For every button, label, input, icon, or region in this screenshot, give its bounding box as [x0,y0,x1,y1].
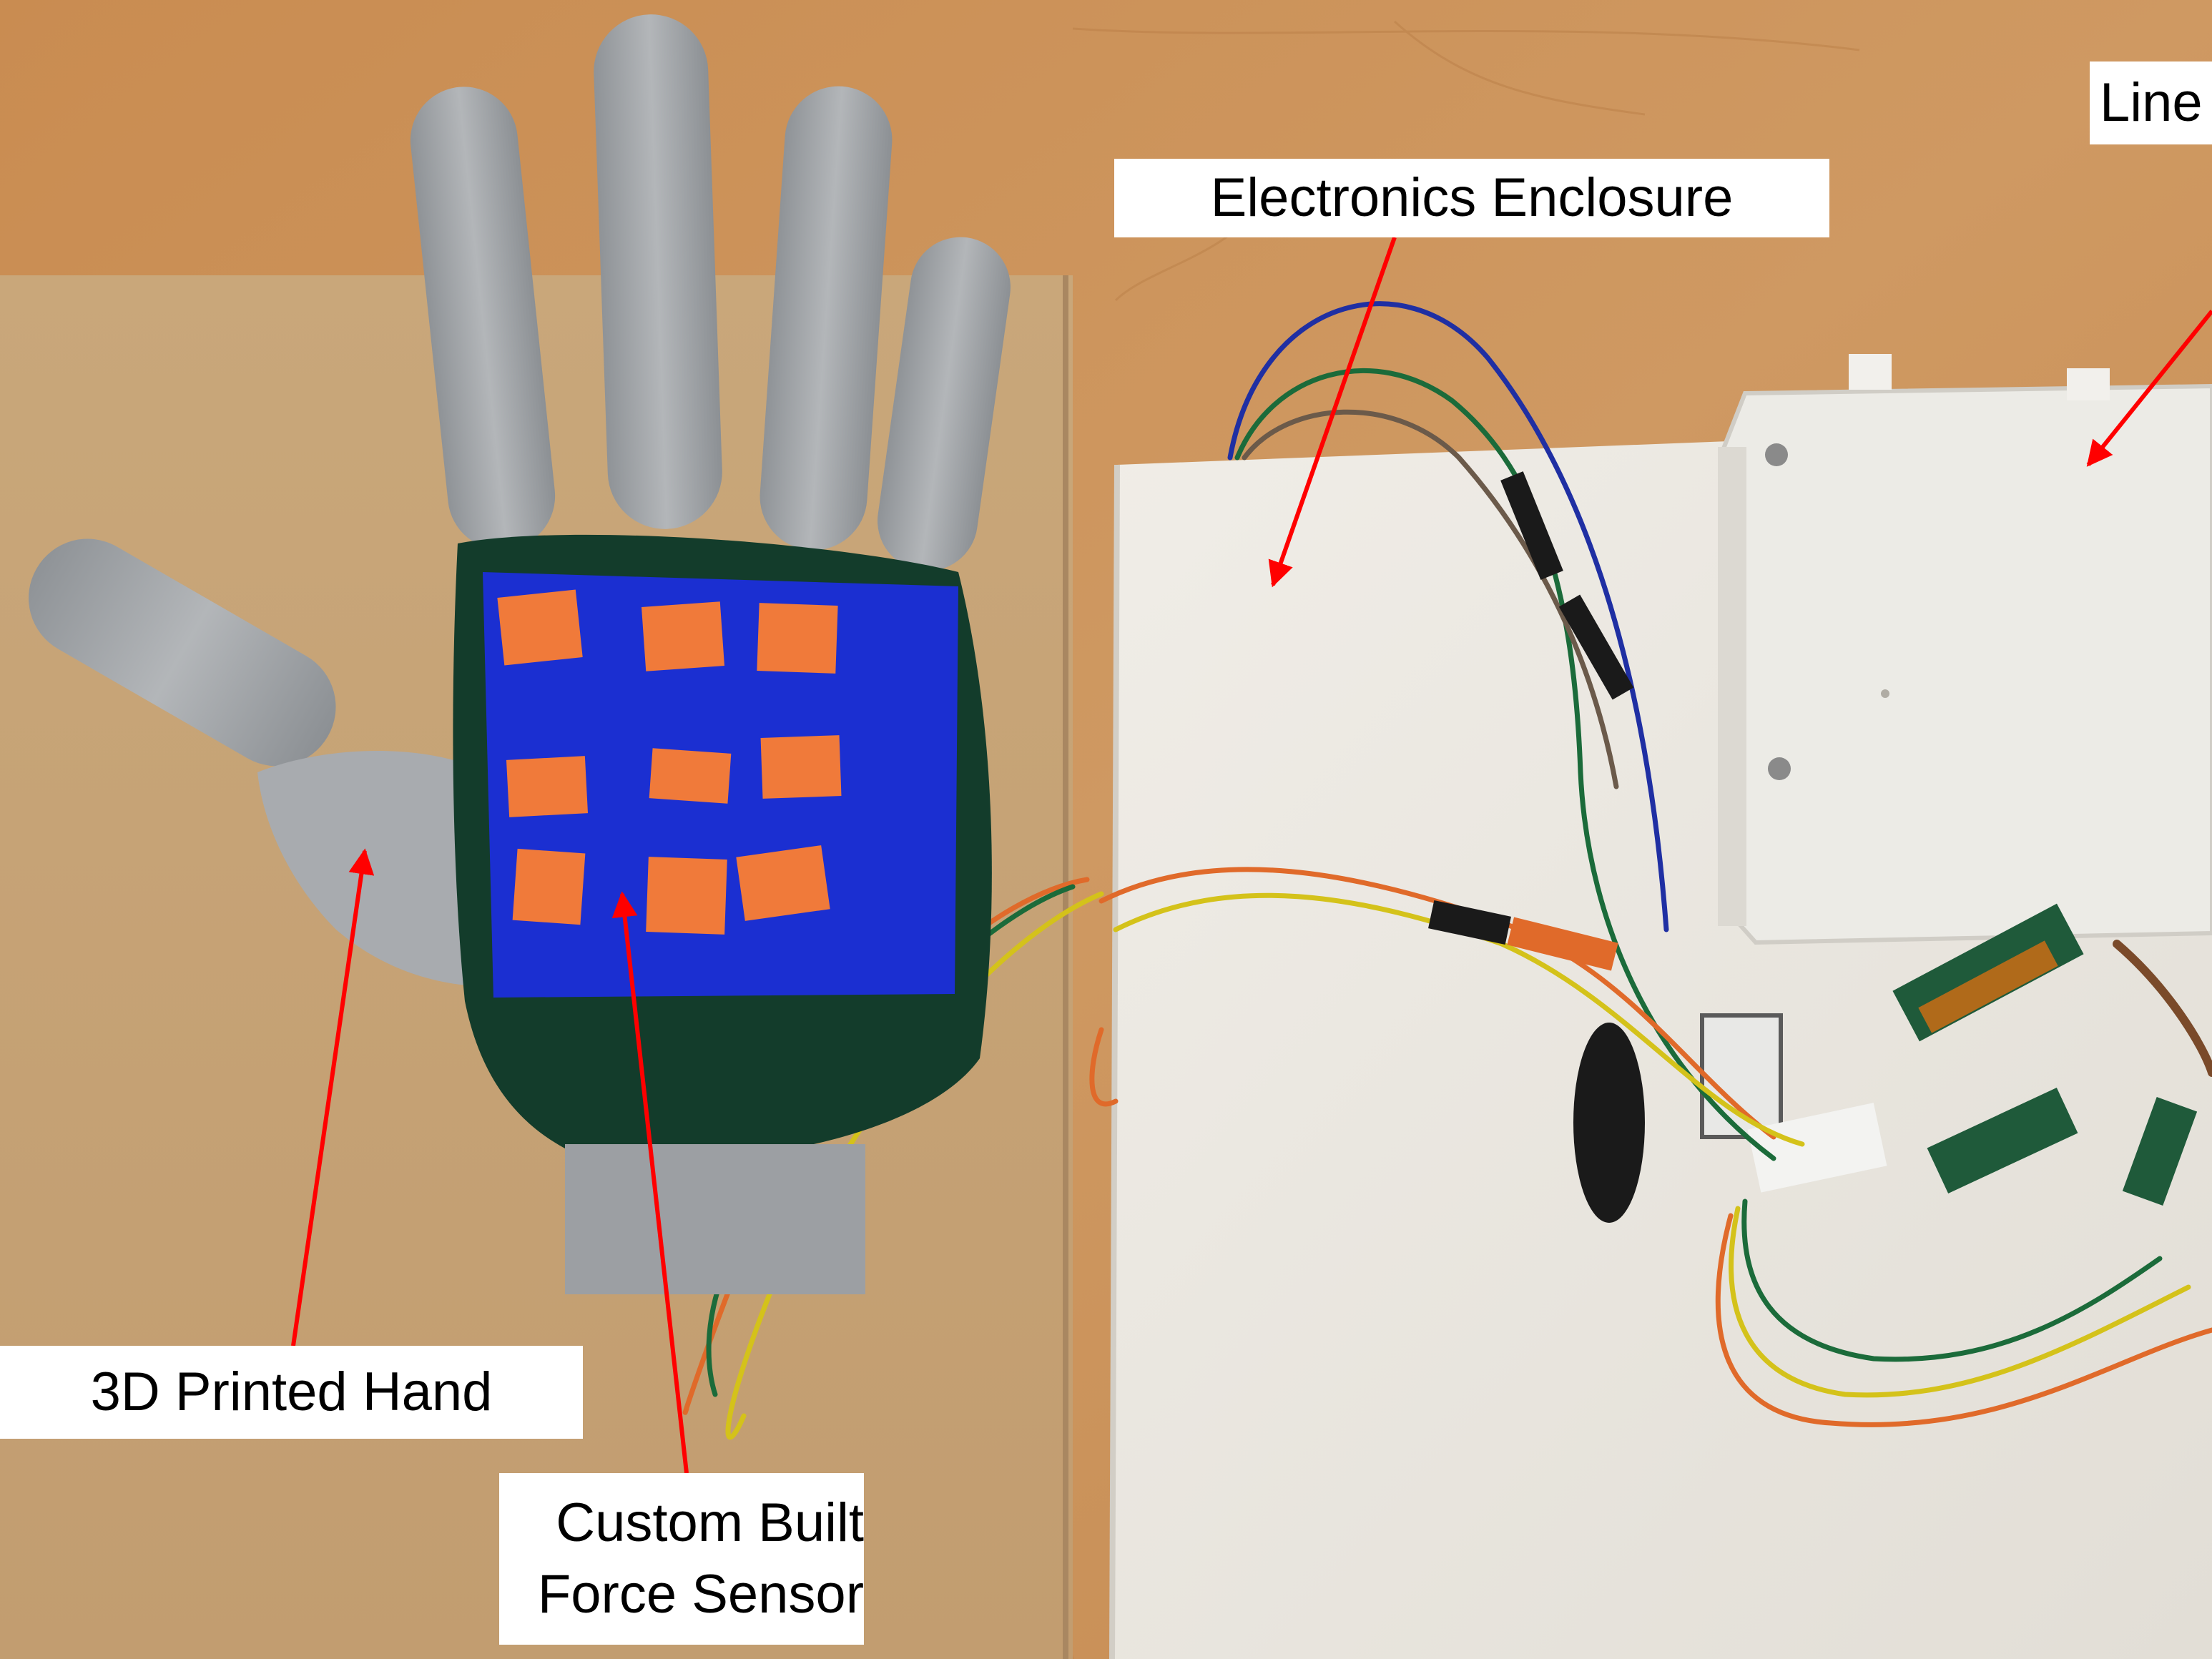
thumb-base [257,751,493,987]
screw-icon [1765,443,1788,466]
annotation-arrows [291,237,2212,1474]
screw-icon [1768,757,1791,780]
label-force-sensor-line2: Force Sensor [537,1564,864,1625]
label-force-sensor: Custom Built Force Sensor [499,1473,864,1645]
finger [410,87,556,550]
label-force-sensor-line1: Custom Built [556,1492,864,1553]
arrow-electronics [1268,237,1397,588]
finger [594,14,722,529]
wire-connector [1507,917,1618,971]
label-linear-actuator: Line [2090,61,2212,144]
wrist-block [565,1144,865,1294]
circuit-boards [1700,903,2198,1206]
thumb [28,538,336,767]
finger [878,237,1011,571]
actuator-side-face [1718,447,1746,926]
cable-slot [1573,1023,1645,1223]
actuator-clip [2067,368,2110,400]
label-3d-printed-hand: 3D Printed Hand [0,1346,583,1439]
arrow-hand [291,848,375,1347]
hole [1881,689,1889,698]
arrow-sensor [611,891,689,1474]
wire-connector [1428,900,1511,945]
wire-connector [1500,471,1563,580]
arrow-linear [2086,310,2212,467]
label-electronics-enclosure: Electronics Enclosure [1114,159,1829,237]
actuator-clip [1849,354,1892,390]
sensor-pads [497,589,842,935]
linear-actuator-box [1717,383,2212,945]
finger [760,86,893,551]
printed-hand [28,14,1011,1294]
wire-connector [1558,594,1634,700]
enclosure-edge [1109,464,1120,1659]
